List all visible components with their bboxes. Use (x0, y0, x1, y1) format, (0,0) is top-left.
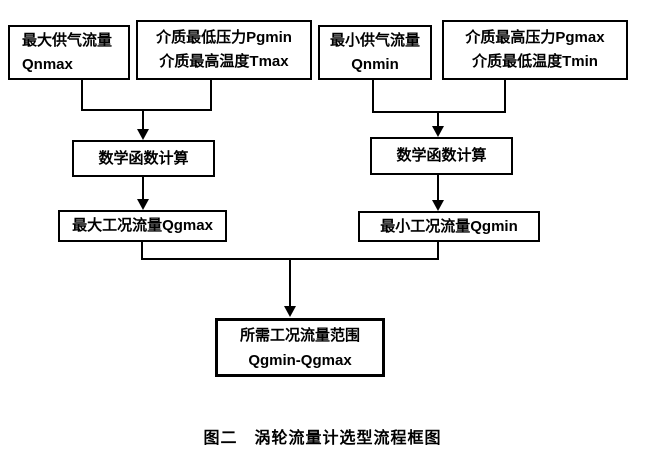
box-max-supply-flow: 最大供气流量 Qnmax (8, 25, 130, 80)
box-min-temp-line: 介质最低温度Tmin (472, 53, 598, 70)
arrowhead-right-calc (432, 126, 444, 137)
box-max-temp-line: 介质最高温度Tmax (159, 53, 289, 70)
box-math-calc-right: 数学函数计算 (370, 137, 513, 175)
connector-bottom-v2 (437, 242, 439, 260)
connector-right-h (372, 111, 506, 113)
box-min-supply-flow-line1: 最小供气流量 (329, 31, 420, 49)
arrowhead-qgmax (137, 199, 149, 210)
connector-left-v1 (81, 80, 83, 111)
connector-left-calc-stem (142, 177, 144, 200)
figure-caption: 图二 涡轮流量计选型流程框图 (203, 430, 442, 447)
arrowhead-result (284, 306, 296, 317)
arrowhead-left-calc (137, 129, 149, 140)
box-math-calc-right-label: 数学函数计算 (396, 147, 487, 164)
connector-bottom-h (141, 258, 439, 260)
connector-left-h (81, 109, 212, 111)
box-min-working-flow-label: 最小工况流量Qgmin (380, 217, 518, 235)
connector-right-v1 (372, 80, 374, 113)
box-max-pressure-line: 介质最高压力Pgmax (465, 29, 605, 46)
box-math-calc-left-label: 数学函数计算 (98, 149, 189, 167)
connector-bottom-stem (289, 260, 291, 307)
box-max-supply-flow-line1: 最大供气流量 (22, 31, 113, 49)
box-min-supply-flow: 最小供气流量 Qnmin (318, 25, 432, 80)
connector-right-calc-stem (437, 175, 439, 201)
box-required-flow-range-line1: 所需工况流量范围 (239, 326, 360, 344)
box-max-working-flow: 最大工况流量Qgmax (58, 210, 227, 242)
connector-right-v2 (504, 80, 506, 113)
box-min-pressure-max-temp: 介质最低压力Pgmin 介质最高温度Tmax (136, 20, 312, 80)
connector-right-stem (437, 113, 439, 127)
box-min-working-flow: 最小工况流量Qgmin (358, 211, 540, 242)
box-max-working-flow-label: 最大工况流量Qgmax (72, 217, 213, 234)
box-min-pressure-line: 介质最低压力Pgmin (156, 29, 292, 46)
connector-left-stem (142, 111, 144, 130)
connector-left-v2 (210, 80, 212, 111)
arrowhead-qgmin (432, 200, 444, 211)
box-required-flow-range-line2: Qgmin-Qgmax (248, 351, 352, 369)
box-max-pressure-min-temp: 介质最高压力Pgmax 介质最低温度Tmin (442, 20, 628, 80)
connector-bottom-v1 (141, 242, 143, 260)
box-max-supply-flow-line2: Qnmax (22, 55, 73, 73)
box-required-flow-range: 所需工况流量范围 Qgmin-Qgmax (215, 318, 385, 377)
box-min-supply-flow-line2: Qnmin (351, 55, 399, 73)
box-math-calc-left: 数学函数计算 (72, 140, 215, 177)
